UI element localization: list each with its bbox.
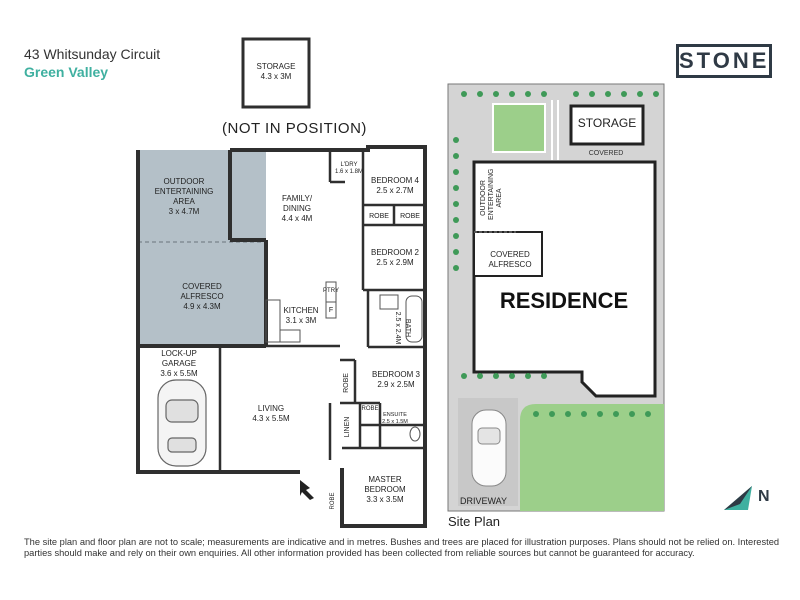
site-plan-title: Site Plan: [448, 514, 501, 529]
covered-alfresco-label: COVERED ALFRESCO 4.9 x 4.3M: [180, 282, 224, 311]
interior-walls: [218, 150, 425, 526]
pantry-label: PTRY: [323, 288, 339, 294]
lawn-bottom: [520, 404, 664, 511]
brand-logo: STONE: [676, 44, 772, 78]
driveway-label: DRIVEWAY: [460, 496, 508, 506]
residence-label: RESIDENCE: [499, 288, 629, 313]
garage-label: LOCK-UP GARAGE 3.6 x 5.5M: [160, 349, 198, 378]
site-storage: [569, 104, 645, 146]
address-street: 43 Whitsunday Circuit: [24, 46, 161, 62]
entry-arrow-icon: [300, 480, 314, 500]
site-car: [471, 409, 507, 487]
site-covered-label: COVERED: [588, 150, 624, 157]
site-storage-label: STORAGE: [577, 116, 637, 130]
not-in-position-note: (NOT IN POSITION): [222, 120, 367, 137]
site-outdoor-label: OUTDOOR ENTERTAINING AREA: [480, 168, 503, 220]
garage-car: [157, 379, 207, 467]
disclaimer-text: The site plan and floor plan are not to …: [24, 537, 780, 558]
robe-d-label: ROBE: [361, 406, 379, 412]
residence-outline: [472, 160, 657, 398]
site-covered-alfresco-label: COVERED ALFRESCO: [488, 250, 532, 269]
outdoor-area-fill: [138, 150, 266, 346]
address-suburb: Green Valley: [24, 64, 109, 80]
outdoor-entertaining-label: OUTDOOR ENTERTAINING AREA 3 x 4.7M: [154, 177, 214, 216]
robe-b-label: ROBE: [400, 213, 420, 220]
master-bedroom-label: MASTER BEDROOM 3.3 x 3.5M: [364, 475, 406, 504]
robe-a-label: ROBE: [369, 213, 389, 220]
family-dining-label: FAMILY/ DINING 4.4 x 4M: [281, 194, 313, 223]
bushes: [453, 91, 659, 417]
storage-room: [241, 37, 311, 109]
fridge-label: F: [328, 307, 334, 314]
compass-north-label: N: [758, 488, 770, 505]
lawn-top: [492, 103, 546, 153]
